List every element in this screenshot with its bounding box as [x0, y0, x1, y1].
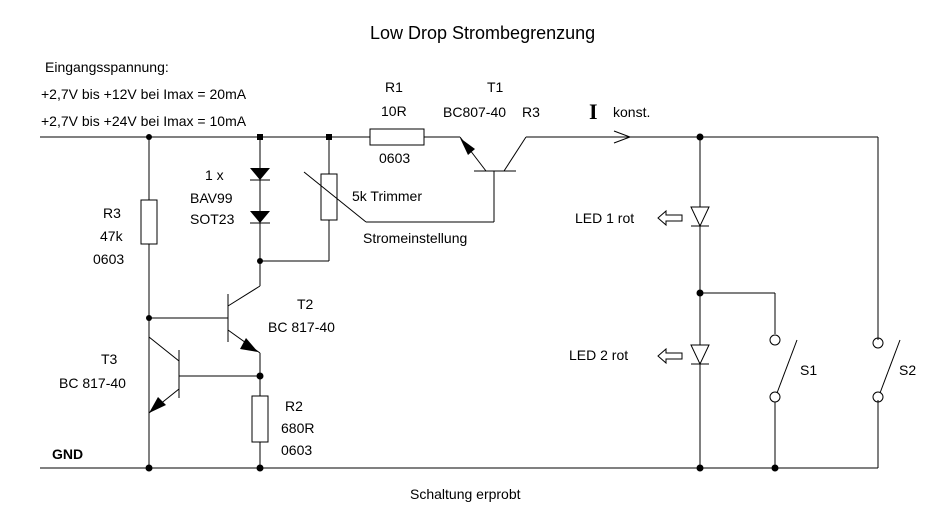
- s2-name: S2: [899, 362, 916, 378]
- current-symbol: I: [589, 99, 598, 124]
- led2-light-arrow: [657, 347, 683, 365]
- diode-package: SOT23: [190, 211, 235, 227]
- led1-label: LED 1 rot: [575, 210, 634, 226]
- r2-value: 680R: [281, 420, 314, 436]
- ground-rail: [40, 400, 879, 469]
- footer-note: Schaltung erprobt: [410, 486, 521, 502]
- diode-count: 1 x: [205, 167, 224, 183]
- input-voltage-range-2: +2,7V bis +24V bei Imax = 10mA: [41, 113, 247, 129]
- r2-package: 0603: [281, 442, 312, 458]
- led1-light-arrow: [657, 209, 683, 227]
- led-column: [690, 137, 775, 468]
- trimmer-potentiometer: [260, 137, 494, 262]
- current-suffix: konst.: [613, 104, 650, 120]
- r1-name: R1: [385, 79, 403, 95]
- s1-switch: [769, 293, 798, 468]
- t1-note: R3: [522, 104, 540, 120]
- diode-type: BAV99: [190, 190, 233, 206]
- junction-dots: [145, 133, 779, 472]
- r1-resistor: [369, 128, 425, 146]
- r3-value: 47k: [100, 228, 124, 244]
- r2-name: R2: [285, 398, 303, 414]
- t3-type: BC 817-40: [59, 375, 126, 391]
- s1-name: S1: [800, 362, 817, 378]
- bav99-diode-pair: [250, 137, 270, 286]
- s2-switch: [872, 337, 901, 403]
- r3-package: 0603: [93, 251, 124, 267]
- t1-transistor: [459, 136, 527, 222]
- t1-type: BC807-40: [443, 104, 506, 120]
- t2-name: T2: [297, 296, 314, 312]
- trimmer-label: 5k Trimmer: [352, 188, 422, 204]
- t3-transistor: [148, 336, 260, 414]
- t2-type: BC 817-40: [268, 319, 335, 335]
- t1-name: T1: [487, 79, 504, 95]
- input-voltage-range-1: +2,7V bis +12V bei Imax = 20mA: [41, 86, 247, 102]
- t2-transistor: [149, 285, 261, 396]
- r1-package: 0603: [379, 150, 410, 166]
- led2-label: LED 2 rot: [569, 347, 628, 363]
- r2-resistor: [251, 395, 269, 468]
- input-voltage-heading: Eingangsspannung:: [45, 59, 169, 75]
- r1-value: 10R: [381, 103, 407, 119]
- t3-name: T3: [101, 351, 118, 367]
- r3-resistor: [140, 137, 158, 468]
- current-direction-arrow: [613, 130, 632, 144]
- r3-name: R3: [103, 205, 121, 221]
- schematic-title: Low Drop Strombegrenzung: [370, 23, 595, 43]
- gnd-label: GND: [52, 446, 83, 462]
- trimmer-caption: Stromeinstellung: [363, 230, 467, 246]
